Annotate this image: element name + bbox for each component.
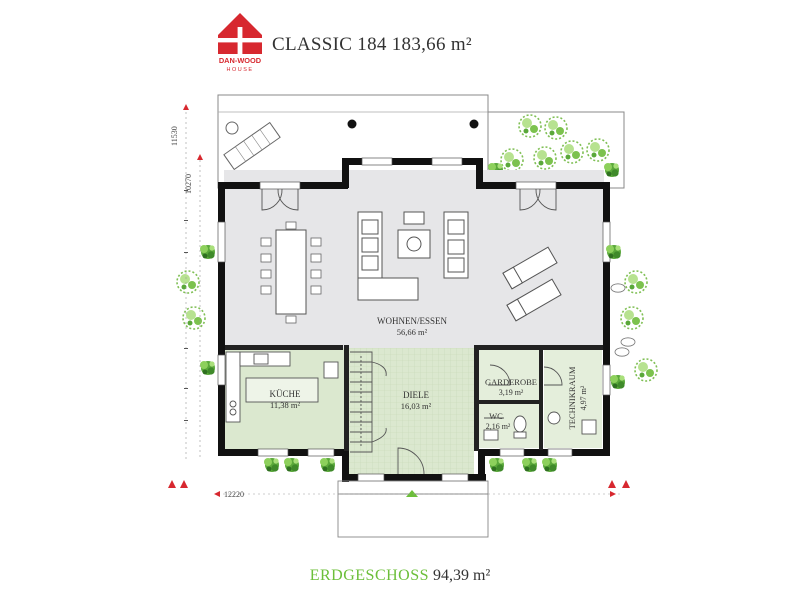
room-area-kueche: 11,38 m²	[270, 400, 301, 410]
interior-walls	[225, 345, 603, 451]
sofa-set	[357, 211, 469, 301]
terrace-stool	[225, 121, 239, 135]
logo-subtext: HOUSE	[226, 67, 253, 73]
page-title: CLASSIC 184 183,66 m²	[272, 34, 472, 55]
lamp-post	[347, 119, 357, 129]
dan-wood-logo: DAN-WOOD HOUSE	[218, 13, 262, 73]
room-area-wohnen: 56,66 m²	[397, 327, 428, 337]
dimension-markers	[168, 104, 630, 497]
room-area-technik: 4,97 m²	[579, 385, 588, 410]
entrance-arrow	[406, 490, 418, 497]
floor-caption: ERDGESCHOSS 94,39 m²	[0, 567, 800, 585]
room-area-wc: 2,16 m²	[486, 422, 511, 431]
terrace-left	[217, 94, 489, 189]
lounge-chairs	[502, 246, 562, 322]
doors	[261, 188, 563, 475]
logo-cross-horizontal	[218, 38, 262, 43]
tech-fixtures	[547, 411, 597, 435]
room-area-garderobe: 3,19 m²	[499, 388, 524, 397]
dimension-11530: 11530	[170, 126, 179, 146]
windows	[217, 157, 611, 482]
room-label-wohnen: WOHNEN/ESSEN	[377, 316, 447, 326]
wardrobe-floor	[478, 350, 540, 402]
dimension-10270: 10270	[184, 174, 193, 194]
staircase	[350, 351, 387, 453]
sun-lounger-terrace	[223, 121, 281, 171]
entrance-steps	[337, 480, 489, 538]
floor-label: ERDGESCHOSS	[309, 567, 430, 584]
room-label-wc: WC	[489, 411, 503, 421]
room-label-diele: DIELE	[403, 390, 429, 400]
room-label-kueche: KÜCHE	[270, 389, 302, 399]
room-label-garderobe: GARDEROBE	[485, 377, 537, 387]
kitchen-counter	[225, 351, 339, 423]
room-area-diele: 16,03 m²	[401, 401, 432, 411]
hall-floor	[348, 348, 474, 474]
room-label-technik: TECHNIKRAUM	[567, 366, 577, 429]
dining-table	[260, 221, 322, 324]
floor-area: 94,39 m²	[433, 567, 491, 584]
dimension-12220: 12220	[224, 490, 244, 499]
lamp-post	[469, 119, 479, 129]
wc-fixtures	[483, 415, 527, 441]
logo-text: DAN-WOOD	[219, 56, 262, 65]
